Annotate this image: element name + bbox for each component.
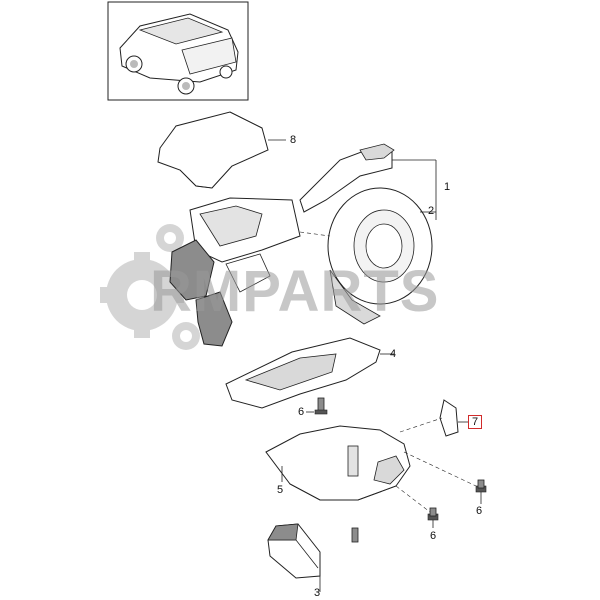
callout-6-a: 6 [298,406,305,418]
part-6-screw-c [351,507,439,543]
callout-7: 7 [468,415,483,429]
callout-6-c: 6 [430,530,437,542]
part-6-screw-b [475,479,487,504]
callout-5: 5 [277,484,284,496]
part-2-clock-spring [299,187,436,325]
watermark-text: RMPARTS [150,259,440,324]
callout-4: 4 [390,348,397,360]
part-4-column-bracket [225,337,394,409]
vehicle-thumbnail [107,1,249,101]
callout-3: 3 [314,587,321,599]
callout-6-b: 6 [476,505,483,517]
callout-2: 2 [428,205,435,217]
part-6-screw-a [306,397,328,415]
part-3-switch-module [267,523,321,592]
part-5-lower-trim [265,425,477,513]
watermark-gear-icon [100,224,200,350]
part-7-trim-clip [399,399,468,437]
part-8-upper-trim [157,111,286,189]
callout-8: 8 [290,134,297,146]
callout-1: 1 [444,181,451,193]
part-1-combination-switch [169,143,437,347]
